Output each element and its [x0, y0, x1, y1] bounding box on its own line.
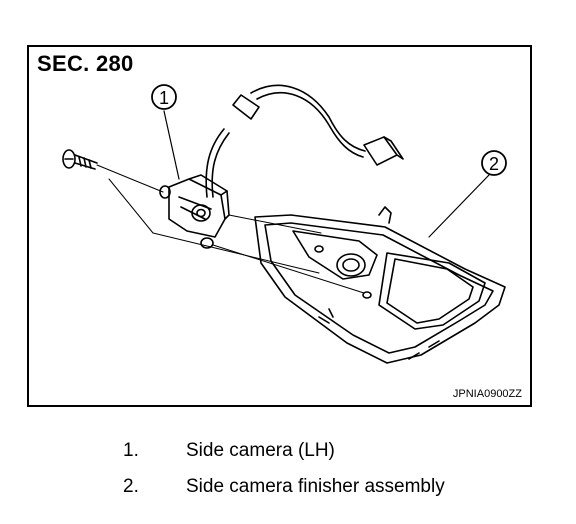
figure-code: JPNIA0900ZZ [452, 388, 522, 400]
legend-label: Side camera (LH) [186, 440, 335, 461]
installation-lines [96, 164, 365, 294]
legend-label: Side camera finisher assembly [186, 476, 445, 497]
diagram-frame: 1 2 SEC. 280 JPNIA0900ZZ [27, 45, 532, 407]
legend-item: 1. Side camera (LH) [0, 440, 576, 468]
camera-harness [205, 84, 366, 198]
section-title: SEC. 280 [37, 51, 134, 76]
mounting-screw [62, 149, 98, 170]
callout-1-leader [163, 110, 180, 180]
harness-connector [363, 136, 404, 166]
callout-2-leader [428, 174, 490, 238]
callout-1-label: 1 [159, 88, 169, 108]
exploded-view-drawing: 1 2 [62, 84, 507, 364]
callout-2: 2 [481, 150, 507, 176]
callout-2-label: 2 [489, 154, 499, 174]
legend-number: 2. [123, 476, 139, 497]
legend-number: 1. [123, 440, 139, 461]
callout-1: 1 [151, 84, 177, 110]
side-camera [159, 174, 230, 249]
legend-item: 2. Side camera finisher assembly [0, 476, 576, 504]
camera-finisher [254, 206, 506, 364]
